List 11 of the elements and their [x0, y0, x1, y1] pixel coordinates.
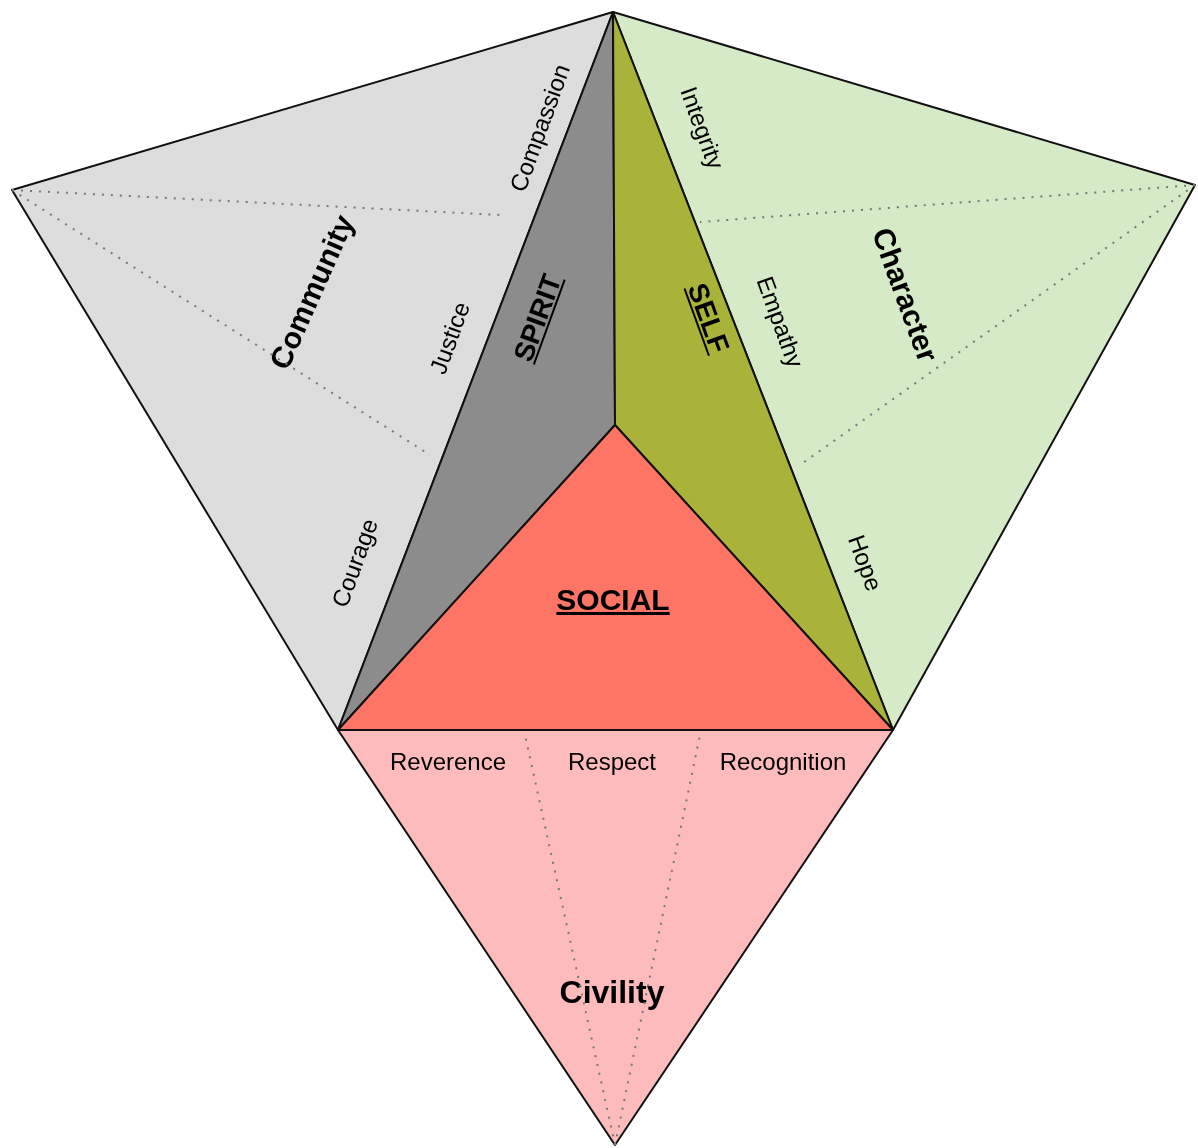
- value-label: Integrity: [674, 83, 730, 173]
- triangle-region: [338, 730, 893, 1145]
- value-label: Respect: [568, 748, 656, 776]
- value-label: Recognition: [719, 748, 847, 776]
- value-label: Justice: [424, 298, 476, 378]
- region-title: SELF: [680, 278, 736, 358]
- region-title: Civility: [559, 973, 665, 1011]
- region-title: SPIRIT: [507, 270, 569, 366]
- value-label: Hope: [842, 531, 888, 595]
- region-title: SOCIAL: [556, 583, 670, 617]
- value-label: Reverence: [389, 748, 507, 776]
